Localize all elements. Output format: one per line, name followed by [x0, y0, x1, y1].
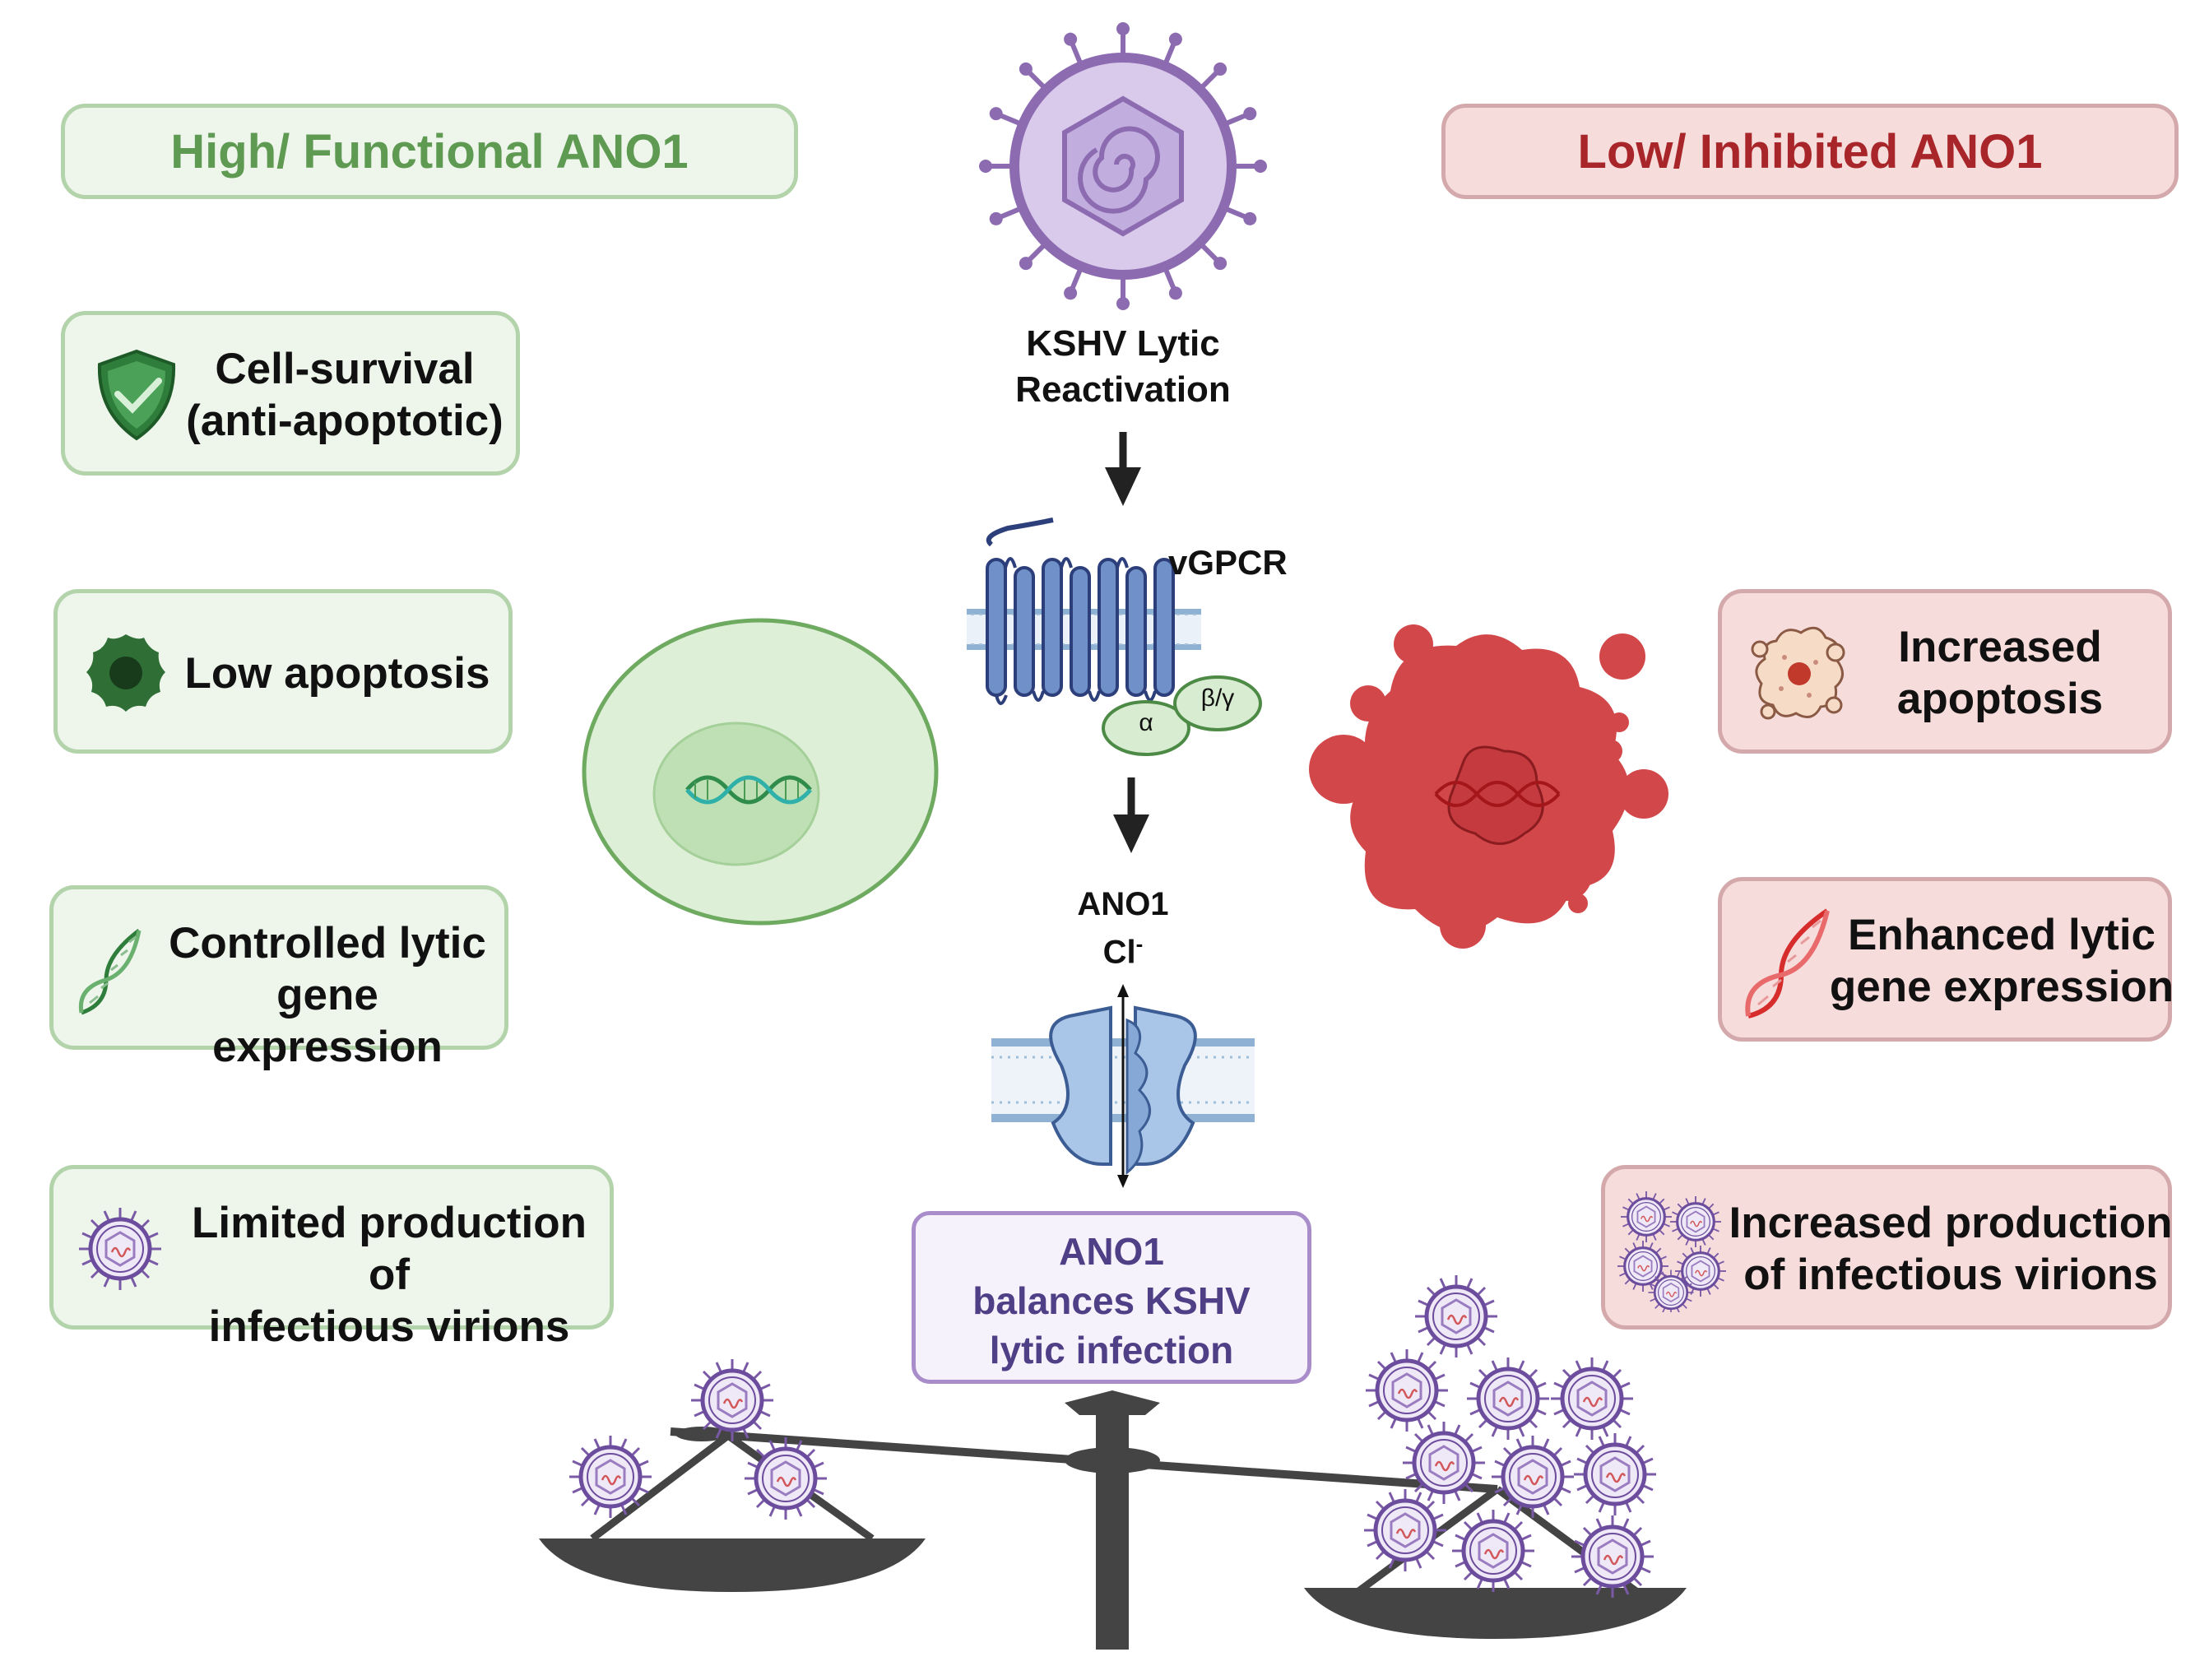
- low-apoptosis-box: Low apoptosis: [53, 589, 513, 754]
- increased-apoptosis-line2: apoptosis: [1896, 675, 2104, 723]
- vgpcr-label: vGPCR: [1168, 543, 1288, 582]
- controlled-lytic-box: Controlled lytic gene expression: [49, 885, 508, 1071]
- limited-production-line1: Limited production of: [192, 1199, 587, 1299]
- healthy-cell-icon: [582, 618, 939, 926]
- beta-gamma-label: β/γ: [1200, 685, 1235, 712]
- limited-production-box: Limited production of infectious virions: [49, 1165, 614, 1351]
- cell-survival-text: Cell-survival (anti-apoptotic): [180, 343, 509, 447]
- balance-box: ANO1 balances KSHV lytic infection: [912, 1211, 1311, 1384]
- dna-icon: [78, 929, 142, 1015]
- enhanced-lytic-text: Enhanced lytic gene expression: [1829, 909, 2174, 1013]
- arrow-down-icon: [1113, 777, 1149, 853]
- kshv-lytic-line1: KSHV Lytic: [1026, 323, 1220, 364]
- apoptotic-cell-icon: [1751, 626, 1845, 720]
- increased-production-line1: Increased production: [1729, 1199, 2173, 1247]
- shield-check-icon: [97, 349, 176, 441]
- right-header-text: Low/ Inhibited ANO1: [1577, 124, 2043, 179]
- virion-cluster-icon: [1616, 1190, 1728, 1312]
- low-apoptosis-line1: Low apoptosis: [184, 649, 490, 698]
- enhanced-lytic-line2: gene expression: [1829, 963, 2174, 1011]
- vgpcr-receptor-icon: [967, 517, 1262, 756]
- balance-line3: lytic infection: [989, 1329, 1234, 1371]
- controlled-lytic-text: Controlled lytic gene expression: [159, 917, 496, 1073]
- low-apoptosis-text: Low apoptosis: [181, 647, 494, 699]
- limited-production-line2: infectious virions: [208, 1302, 570, 1351]
- increased-apoptosis-text: Increased apoptosis: [1868, 621, 2132, 725]
- cl-ion-label: Cl-: [1041, 924, 1205, 972]
- increased-production-line2: of infectious virions: [1743, 1251, 2158, 1299]
- kshv-lytic-label: KSHV Lytic Reactivation: [958, 321, 1288, 413]
- balance-line1: ANO1: [1059, 1230, 1164, 1273]
- increased-production-text: Increased production of infectious virio…: [1729, 1197, 2173, 1301]
- left-header-text: High/ Functional ANO1: [170, 124, 689, 179]
- enhanced-lytic-line1: Enhanced lytic: [1847, 911, 2156, 959]
- cl-text: Cl: [1102, 934, 1136, 971]
- alpha-label: α: [1139, 709, 1153, 736]
- limited-production-text: Limited production of infectious virions: [167, 1197, 611, 1353]
- dna-icon: [1745, 908, 1830, 1019]
- cell-survival-box: Cell-survival (anti-apoptotic): [61, 311, 520, 476]
- increased-production-box: Increased production of infectious virio…: [1601, 1165, 2172, 1330]
- ano1-label: ANO1: [1077, 886, 1169, 922]
- ano1-cl-label: ANO1 Cl-: [1041, 884, 1205, 972]
- kshv-virion-icon: [979, 22, 1267, 310]
- ano1-channel-icon: [991, 984, 1255, 1188]
- arrow-down-icon: [1105, 432, 1141, 506]
- virion-icon: [75, 1204, 165, 1294]
- right-header: Low/ Inhibited ANO1: [1441, 104, 2179, 199]
- cell-survival-line2: (anti-apoptotic): [186, 397, 504, 445]
- kshv-lytic-line2: Reactivation: [1015, 369, 1231, 410]
- balance-text: ANO1 balances KSHV lytic infection: [916, 1227, 1307, 1375]
- controlled-lytic-line1: Controlled lytic: [169, 919, 486, 968]
- apoptotic-cell-icon: [1309, 624, 1668, 949]
- controlled-lytic-line2: gene expression: [212, 971, 443, 1071]
- dark-cell-icon: [86, 634, 165, 712]
- cl-superscript: -: [1135, 931, 1144, 956]
- increased-apoptosis-line1: Increased: [1898, 623, 2102, 671]
- balance-line2: balances KSHV: [972, 1279, 1251, 1322]
- enhanced-lytic-box: Enhanced lytic gene expression: [1718, 877, 2174, 1042]
- left-header: High/ Functional ANO1: [61, 104, 798, 199]
- increased-apoptosis-box: Increased apoptosis: [1718, 589, 2172, 754]
- cell-survival-line1: Cell-survival: [215, 345, 475, 393]
